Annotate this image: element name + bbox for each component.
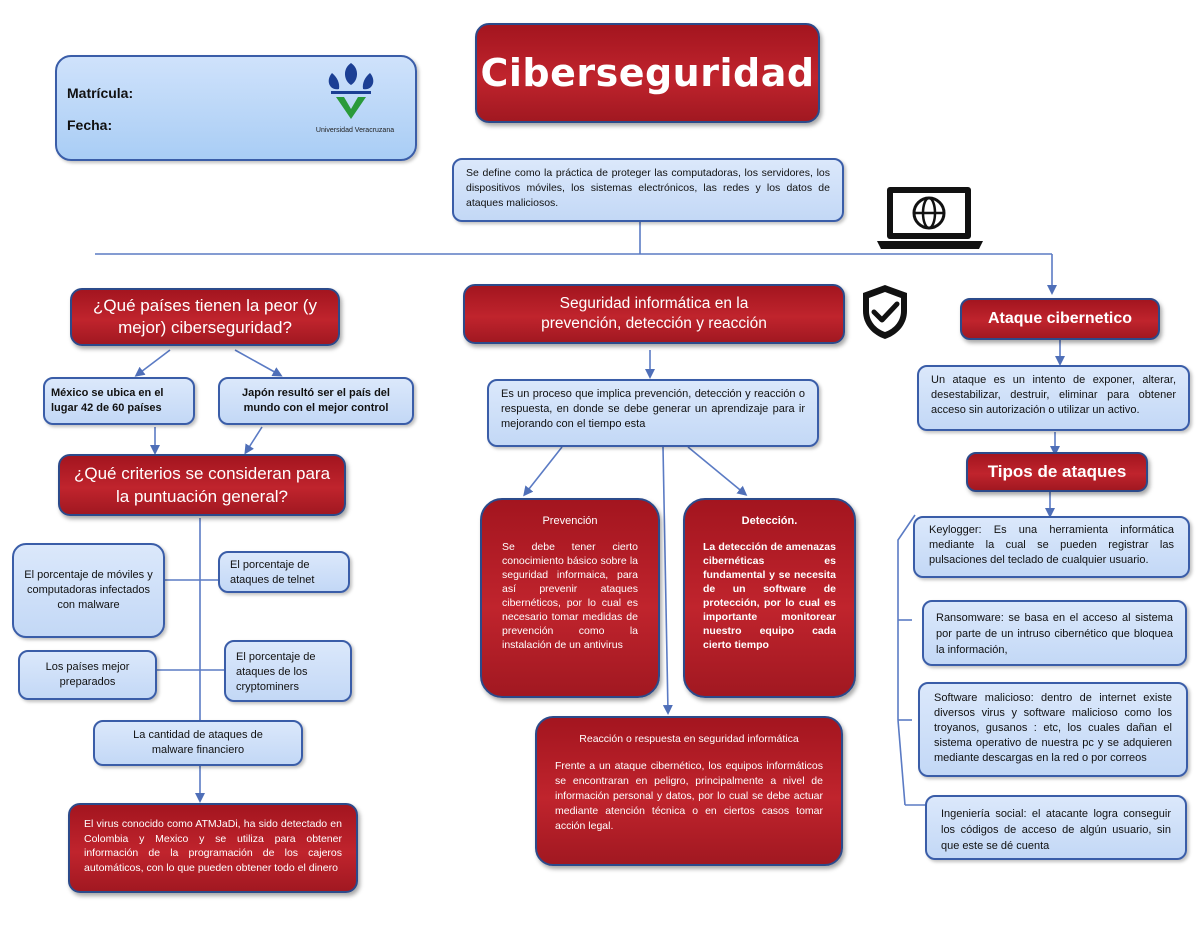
logo-text: Universidad Veracruzana [315,127,395,134]
ataque-def-text: Un ataque es un intento de exponer, alte… [931,374,1176,416]
keylogger-box: Keylogger: Es una herramienta informátic… [913,516,1190,578]
process-text: Es un proceso que implica prevención, de… [501,388,805,430]
fecha-label: Fecha: [67,117,113,133]
laptop-globe-icon [877,187,983,249]
question-worst-best-countries: ¿Qué países tienen la peor (y mejor) cib… [70,288,340,346]
criteria-moviles-text: El porcentaje de móviles y computadoras … [24,569,153,611]
prevention-box: Prevención Se debe tener cierto conocimi… [480,498,660,698]
keylogger-text: Keylogger: Es una herramienta informátic… [929,524,1174,566]
center-title-text: Seguridad informática en la prevención, … [541,295,767,332]
ataque-title-text: Ataque cibernetico [987,310,1133,327]
security-prevention-title: Seguridad informática en la prevención, … [463,284,845,344]
reaction-text: Frente a un ataque cibernético, los equi… [555,760,823,832]
prevention-title: Prevención [542,515,598,527]
ransomware-box: Ransomware: se basa en el acceso al sist… [922,600,1187,666]
reaction-title: Reacción o respuesta en seguridad inform… [579,733,799,745]
process-box: Es un proceso que implica prevención, de… [487,379,819,447]
atm-text: El virus conocido como ATMJaDi, ha sido … [84,818,342,874]
detection-text: La detección de amenazas cibernéticas es… [703,541,836,651]
criteria-cryptominers-text: El porcentaje de ataques de los cryptomi… [236,651,316,693]
japon-box: Japón resultó ser el país del mundo con … [218,377,414,425]
detection-box: Detección. La detección de amenazas cibe… [683,498,856,698]
shield-check-icon [863,285,907,339]
tipos-title-text: Tipos de ataques [987,462,1127,481]
software-box: Software malicioso: dentro de internet e… [918,682,1188,777]
ransomware-text: Ransomware: se basa en el acceso al sist… [936,612,1173,656]
definition-box: Se define como la práctica de proteger l… [452,158,844,222]
ingenieria-text: Ingeniería social: el atacante logra con… [941,808,1171,852]
question-criteria: ¿Qué criterios se consideran para la pun… [58,454,346,516]
atm-virus-box: El virus conocido como ATMJaDi, ha sido … [68,803,358,893]
criteria-telnet-text: El porcentaje de ataques de telnet [230,559,315,586]
question1-text: ¿Qué países tienen la peor (y mejor) cib… [93,296,317,337]
mexico-box: México se ubica en el lugar 42 de 60 paí… [43,377,195,425]
uv-logo-icon [328,63,374,119]
criteria-preparados: Los países mejor preparados [18,650,157,700]
criteria-preparados-text: Los países mejor preparados [45,661,130,688]
definition-text: Se define como la práctica de proteger l… [466,167,830,209]
criteria-cryptominers: El porcentaje de ataques de los cryptomi… [224,640,352,702]
question2-text: ¿Qué criterios se consideran para la pun… [73,464,331,506]
japon-text: Japón resultó ser el país del mundo con … [242,387,390,414]
header-card: Matrícula: Fecha: Universidad Veracruzan… [55,55,417,161]
criteria-moviles: El porcentaje de móviles y computadoras … [12,543,165,638]
criteria-malware-financiero: La cantidad de ataques de malware financ… [93,720,303,766]
reaction-box: Reacción o respuesta en seguridad inform… [535,716,843,866]
prevention-text: Se debe tener cierto conocimiento básico… [502,541,638,651]
social-engineering-box: Ingeniería social: el atacante logra con… [925,795,1187,860]
detection-title: Detección. [741,515,798,527]
attack-definition-box: Un ataque es un intento de exponer, alte… [917,365,1190,431]
attack-types-title: Tipos de ataques [966,452,1148,492]
title-text: Ciberseguridad [480,51,815,95]
mexico-text: México se ubica en el lugar 42 de 60 paí… [51,387,164,414]
criteria-telnet: El porcentaje de ataques de telnet [218,551,350,593]
criteria-malware-text: La cantidad de ataques de malware financ… [133,729,263,756]
cyber-attack-title: Ataque cibernetico [960,298,1160,340]
page-title: Ciberseguridad [475,23,820,123]
matricula-label: Matrícula: [67,85,134,101]
software-text: Software malicioso: dentro de internet e… [934,692,1172,764]
